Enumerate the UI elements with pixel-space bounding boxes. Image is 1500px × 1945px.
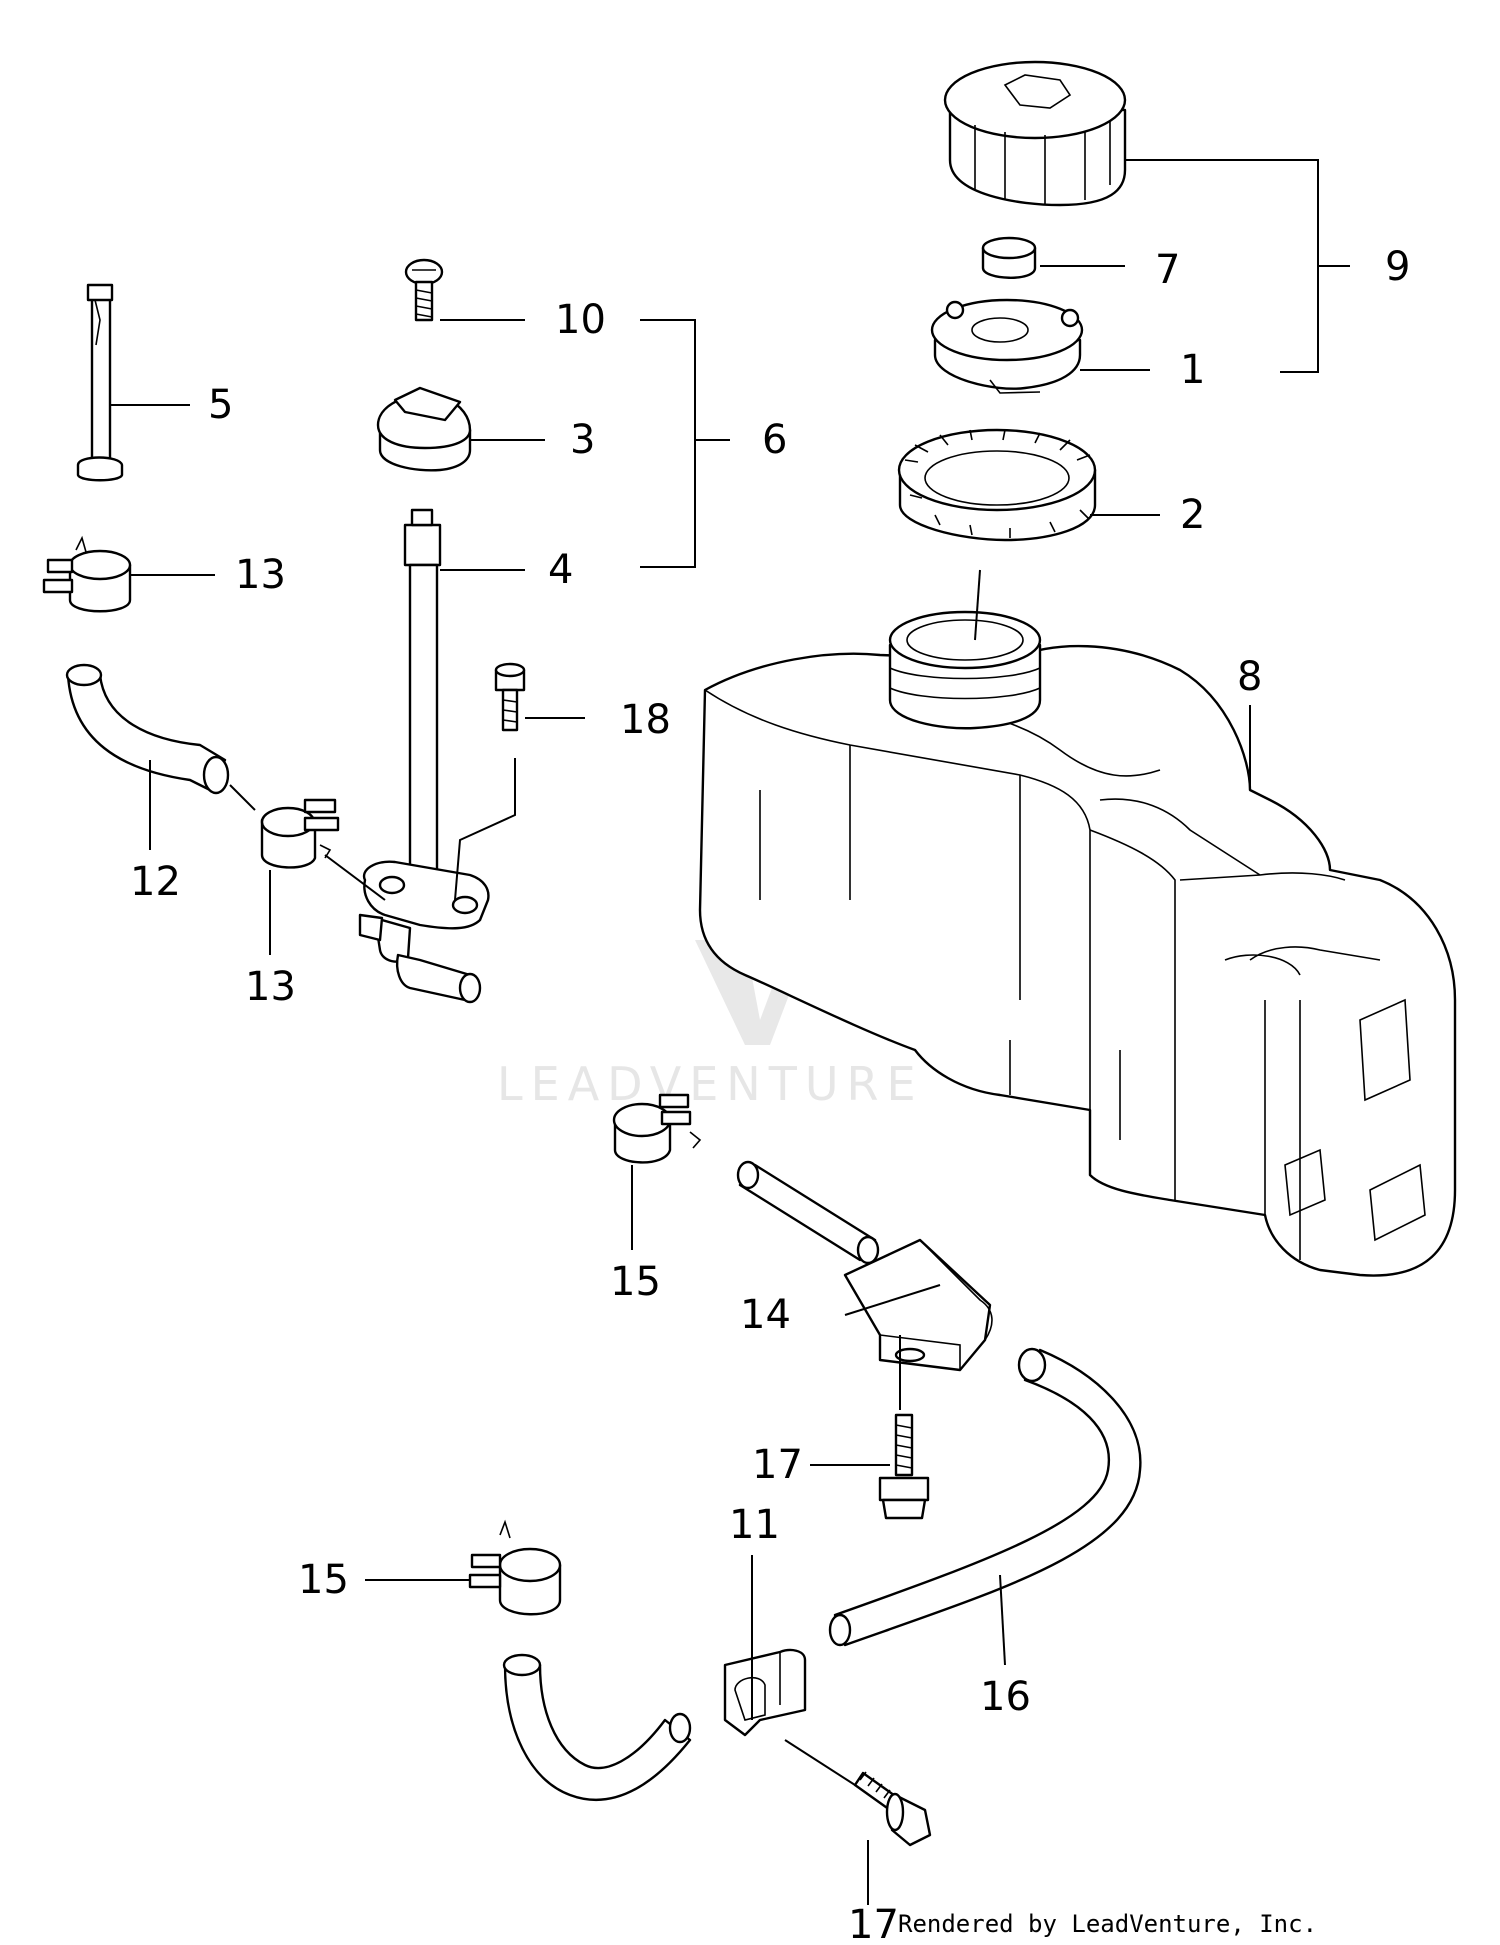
rendered-by-credit: Rendered by LeadVenture, Inc. xyxy=(898,1910,1317,1938)
callout-9: 9 xyxy=(1385,244,1410,290)
callout-14: 14 xyxy=(740,1292,791,1338)
bolt-17b xyxy=(853,1771,932,1847)
fuel-cap xyxy=(943,60,1127,207)
hose-clamp-13b xyxy=(260,798,340,869)
cap-gasket xyxy=(981,236,1037,279)
callout-15b: 15 xyxy=(298,1557,349,1603)
fuel-hose-16 xyxy=(828,1347,1142,1647)
callout-6: 6 xyxy=(762,417,787,463)
callout-10: 10 xyxy=(555,297,606,343)
callout-8: 8 xyxy=(1237,654,1262,700)
fuel-tank xyxy=(698,610,1457,1277)
callout-13a: 13 xyxy=(235,552,286,598)
callout-15a: 15 xyxy=(610,1259,661,1305)
callout-4: 4 xyxy=(548,547,573,593)
callout-13b: 13 xyxy=(245,964,296,1010)
callout-1: 1 xyxy=(1180,347,1205,393)
cap-strainer xyxy=(930,298,1084,394)
hose-clip xyxy=(723,1648,807,1737)
hose-clamp-13a xyxy=(42,535,132,613)
callout-12: 12 xyxy=(130,859,181,905)
hose-clamp-15a xyxy=(612,1093,702,1164)
callout-7: 7 xyxy=(1155,247,1180,293)
callout-17a: 17 xyxy=(752,1442,803,1488)
fuel-hose-12 xyxy=(65,663,230,795)
callout-16: 16 xyxy=(980,1674,1031,1720)
bolt-17a xyxy=(878,1413,930,1520)
lower-hose xyxy=(502,1653,692,1802)
hose-clamp-15b xyxy=(468,1519,562,1616)
callout-5: 5 xyxy=(208,382,233,428)
ring-nut xyxy=(897,428,1097,542)
callout-labels: 1 2 3 4 5 6 7 8 9 10 11 12 13 13 14 15 1… xyxy=(130,244,1410,1945)
pin xyxy=(76,283,124,482)
screw-10 xyxy=(404,258,444,322)
drain-screw xyxy=(494,662,526,732)
fuel-valve xyxy=(358,508,490,1004)
callout-18: 18 xyxy=(620,697,671,743)
callout-17b: 17 xyxy=(848,1902,899,1945)
valve-knob xyxy=(376,386,472,472)
callout-3: 3 xyxy=(570,417,595,463)
bracket xyxy=(843,1238,993,1372)
callout-2: 2 xyxy=(1180,492,1205,538)
watermark-text: LEADVENTURE xyxy=(497,1057,924,1111)
callout-11: 11 xyxy=(729,1502,780,1548)
leader-lines xyxy=(110,159,1350,1905)
short-tube xyxy=(736,1160,880,1265)
